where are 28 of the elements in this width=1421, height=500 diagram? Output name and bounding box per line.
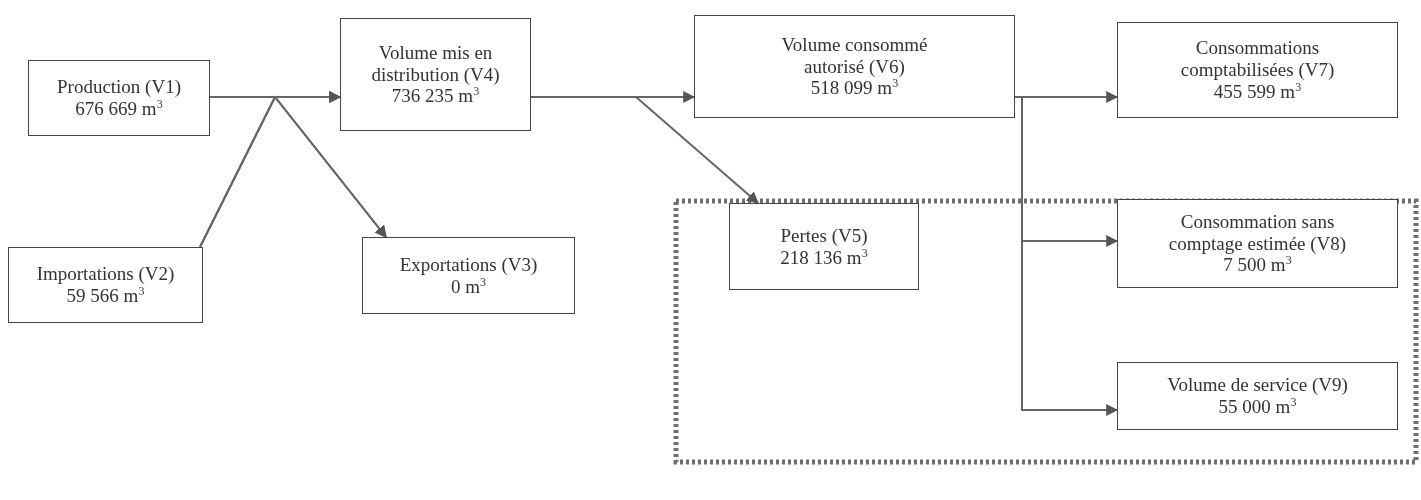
process-box (694, 15, 1015, 118)
node-label: Pertes (V5) (780, 224, 868, 247)
process-box (28, 60, 210, 136)
process-box (729, 203, 919, 290)
process-box (362, 237, 575, 314)
node-label: Consommations comptabilisées (V7) (1179, 37, 1336, 81)
volume-value: 518 099 m$^{3}$ (810, 77, 899, 100)
volume-value: 59 566 m$^{3}$ (66, 285, 145, 307)
volume-value: 7 500 m$^{3}$ (1223, 254, 1292, 277)
node-label: Exportations (V3) (399, 253, 538, 276)
process-box (8, 247, 203, 323)
volume-value: 736 235 m$^{3}$ (391, 85, 480, 108)
node-label: Volume mis en distribution (V4) (370, 41, 501, 86)
process-box (1117, 22, 1398, 118)
volume-value: 676 669 m$^{3}$ (75, 98, 163, 120)
node-label: Volume de service (V9) (1167, 374, 1348, 396)
process-box (1117, 199, 1398, 288)
volume-value: 218 136 m$^{3}$ (780, 246, 868, 269)
node-label: Production (V1) (57, 76, 181, 98)
node-label: Consommation sans comptage estimée (V8) (1167, 210, 1348, 255)
process-box (1117, 362, 1398, 430)
volume-value: 455 599 m$^{3}$ (1213, 80, 1302, 103)
volume-value: 55 000 m$^{3}$ (1218, 396, 1297, 418)
node-label: Importations (V2) (36, 263, 175, 285)
arrow (530, 96, 759, 204)
node-label: Volume consommé autorisé (V6) (780, 33, 929, 78)
volume-value: 0 m$^{3}$ (451, 275, 486, 298)
process-box (340, 18, 531, 131)
